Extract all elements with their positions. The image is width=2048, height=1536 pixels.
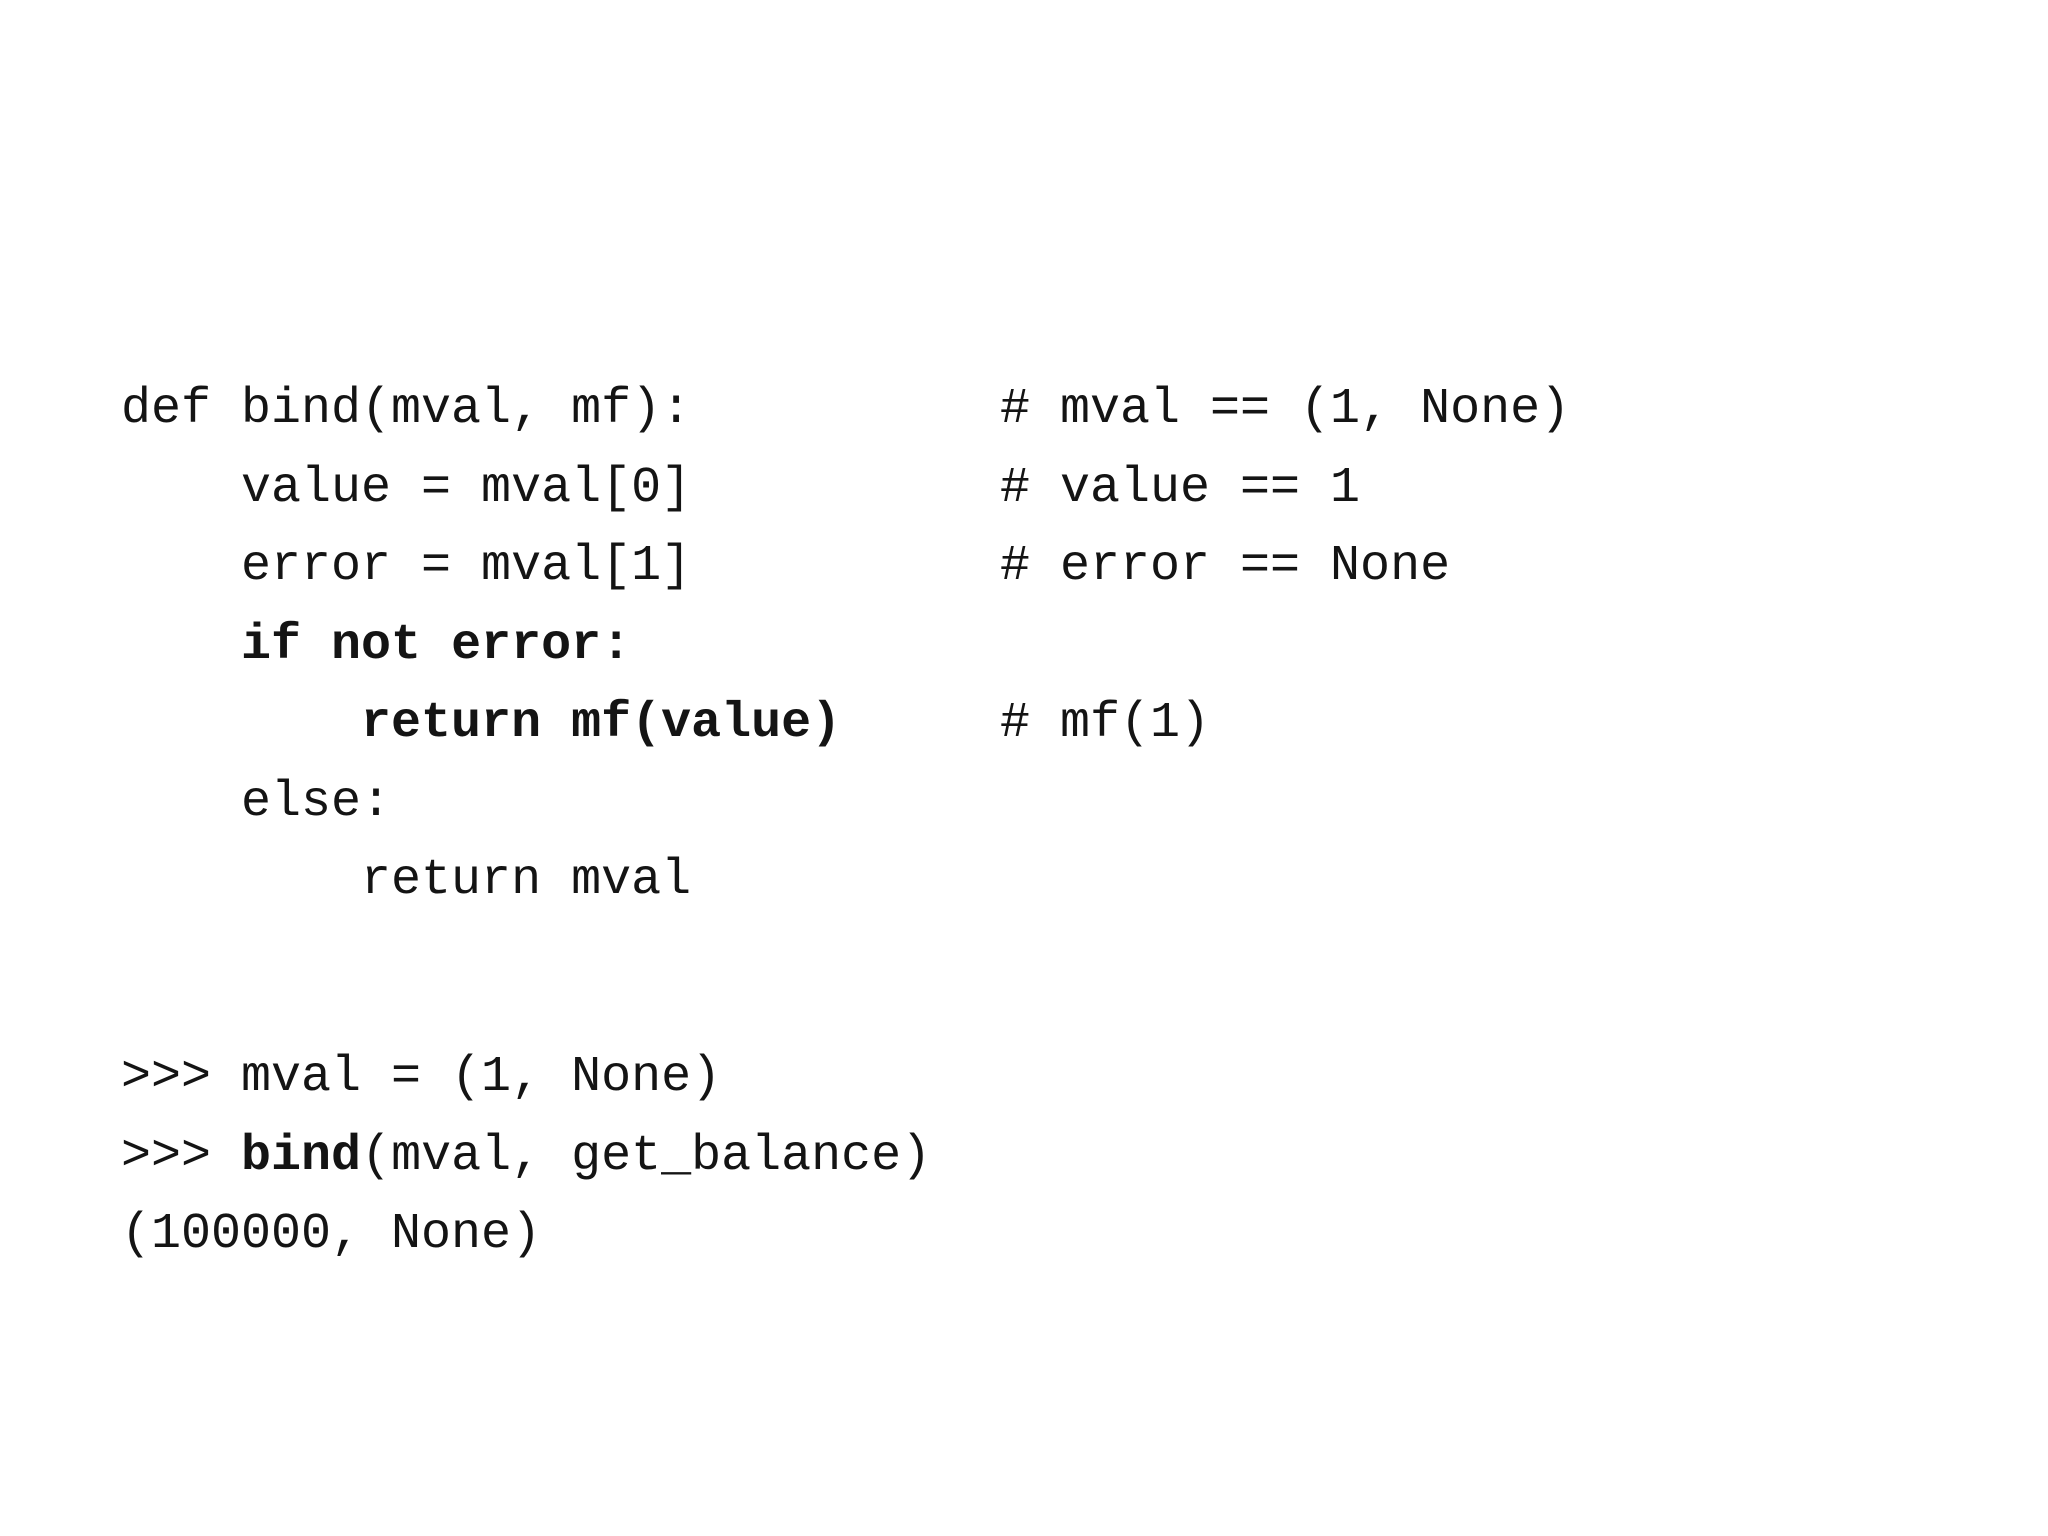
inline-comment: # mval == (1, None) [1000, 381, 1571, 438]
code-block: def bind(mval, mf): # mval == (1, None) v… [121, 371, 1570, 921]
repl-block: >>> mval = (1, None) >>> bind(mval, get_b… [121, 1039, 931, 1275]
code-line: if not error: [121, 607, 841, 686]
code-text: return mval [121, 852, 692, 909]
code-text-bold: if not error: [241, 616, 632, 674]
code-text: def bind(mval, mf): [121, 381, 692, 438]
code-text [121, 695, 361, 752]
code-line: value = mval[0] # value == 1 [121, 450, 1360, 529]
code-text: else: [121, 773, 392, 831]
code-line: return mf(value) # mf(1) [121, 685, 1210, 764]
code-line: error = mval[1] # error == None [121, 528, 1450, 607]
code-line: def bind(mval, mf): # mval == (1, None) [121, 371, 1570, 450]
code-line: (100000, None) [121, 1196, 931, 1275]
code-text: >>> mval = (1, None) [121, 1049, 722, 1106]
inline-comment: # error == None [1000, 538, 1451, 595]
code-text: (100000, None) [121, 1206, 542, 1263]
code-line: else: [121, 764, 841, 843]
code-text: >>> [121, 1127, 242, 1185]
code-text: error = mval[1] [121, 538, 692, 595]
code-text-bold: return mf(value) [361, 695, 842, 752]
code-line: >>> mval = (1, None) [121, 1039, 931, 1118]
code-text-bold: bind [241, 1127, 362, 1185]
code-line: return mval [121, 842, 841, 921]
inline-comment: # mf(1) [1000, 695, 1211, 752]
code-text [121, 617, 241, 674]
code-text: (mval, get_balance) [361, 1127, 932, 1185]
code-text: value = mval[0] [121, 459, 692, 517]
code-line: >>> bind(mval, get_balance) [121, 1118, 931, 1197]
inline-comment: # value == 1 [1000, 459, 1361, 517]
